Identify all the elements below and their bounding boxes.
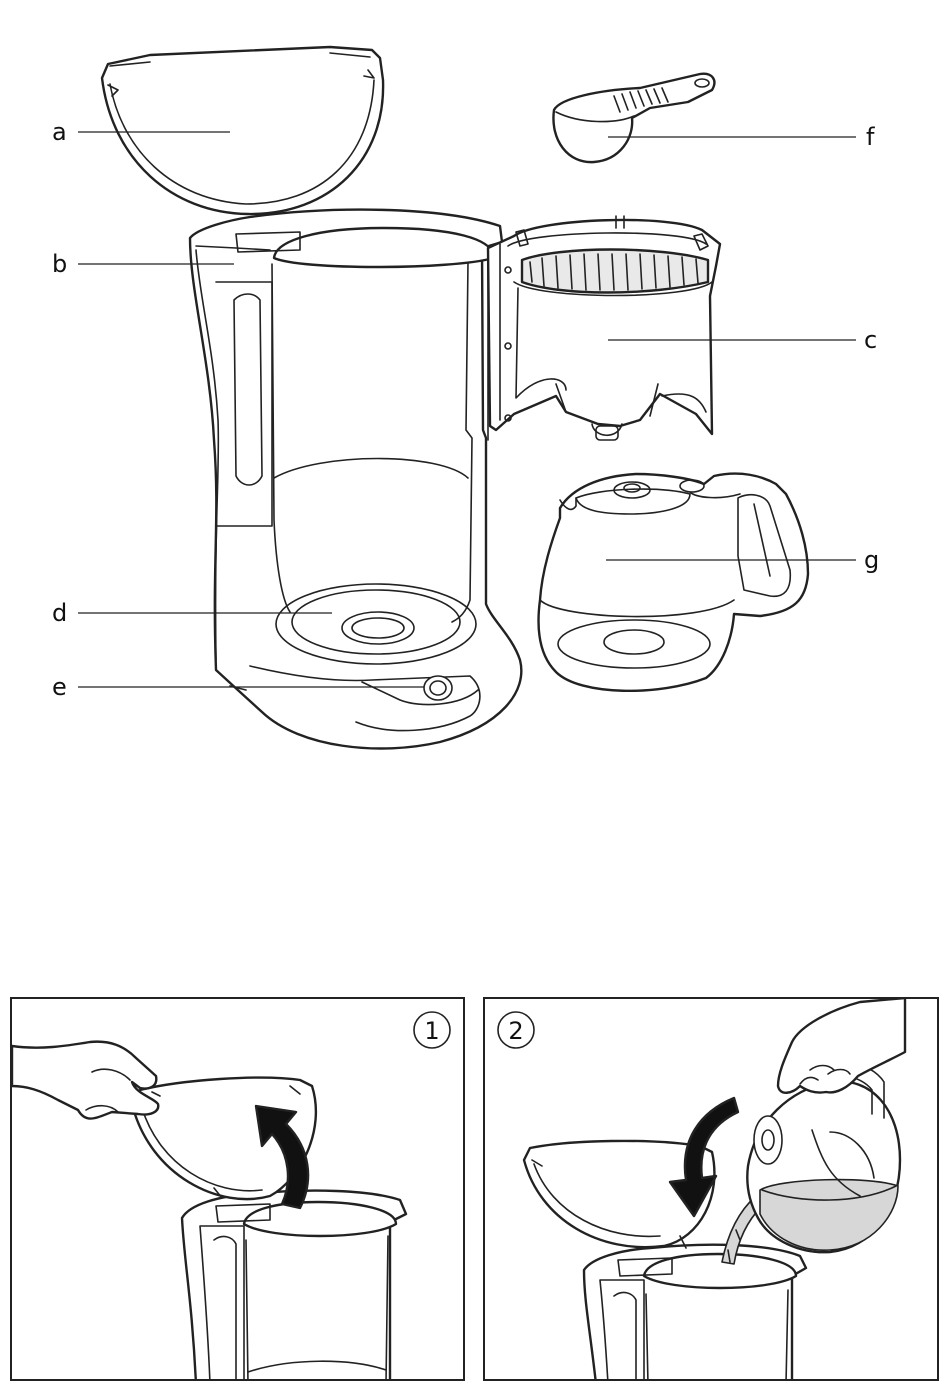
label-b: b [52, 250, 67, 278]
filter-holder-part [488, 216, 720, 440]
lid-part [102, 47, 383, 214]
step-2-panel: 2 [484, 998, 938, 1384]
step-1-panel: 1 [11, 998, 464, 1384]
carafe-part [539, 474, 808, 691]
power-switch [424, 676, 452, 700]
step-2-number: 2 [508, 1017, 523, 1045]
step-1-number: 1 [424, 1017, 439, 1045]
main-body [190, 210, 521, 749]
label-c: c [864, 326, 877, 354]
label-d: d [52, 599, 67, 627]
label-g: g [864, 546, 879, 574]
label-a: a [52, 118, 67, 146]
measuring-spoon-part [553, 74, 714, 162]
coffee-maker-overview-illustration: a b c d e f g [52, 47, 879, 749]
label-f: f [866, 123, 875, 151]
label-e: e [52, 673, 67, 701]
